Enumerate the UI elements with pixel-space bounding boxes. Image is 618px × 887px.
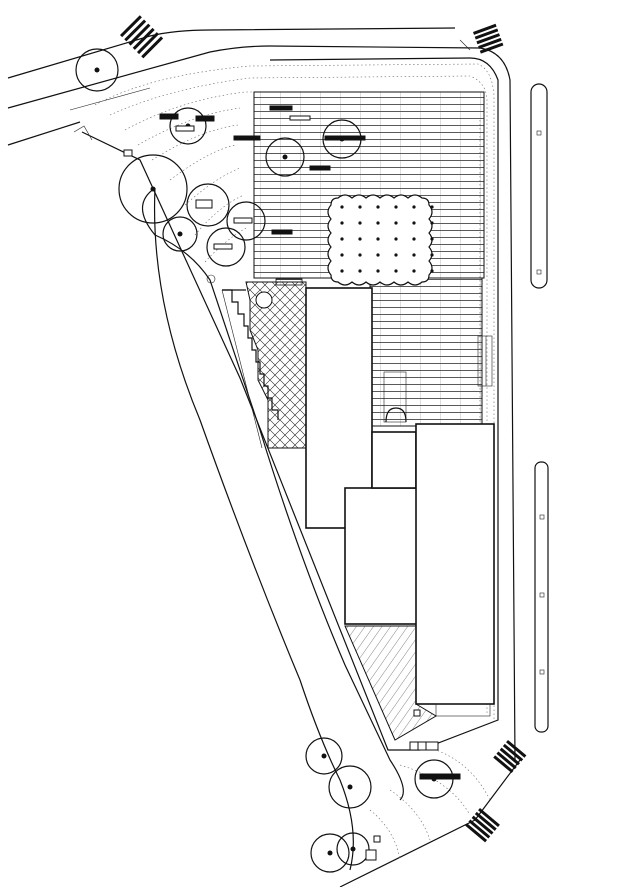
grove-tree-dot [412,237,416,241]
parking-plaza [253,91,485,427]
building-middle-block [344,487,418,625]
tree [336,832,370,866]
grove-tree-dot [412,269,416,273]
grove-tree-dot [340,269,344,273]
grove-tree-dot [376,221,380,225]
grove-tree-dot [358,253,362,257]
grove-tree-dot [430,205,434,209]
grove-tree-dot [394,253,398,257]
grove-tree-dot [430,269,434,273]
grove-tree-dot [394,269,398,273]
grove-tree-dot [412,205,416,209]
grove-tree-dot [358,269,362,273]
grove-tree-dot [430,221,434,225]
tree [328,765,372,809]
terrace-crosshatch [245,278,307,449]
grove-tree-dot [394,205,398,209]
grove-tree-dot [340,221,344,225]
grove-tree-dot [412,253,416,257]
courtyard-diagonal-hatch [344,625,437,741]
grove-tree-dot [430,253,434,257]
tree [75,48,119,92]
grove-tree-dot [376,237,380,241]
grove-tree-dot [358,221,362,225]
grove-tree-dot [358,205,362,209]
buildings [305,287,495,717]
pedestrian-crossings [120,15,527,843]
tree [118,154,188,224]
building-east-block [415,423,495,705]
grove-tree-dot [358,237,362,241]
grove-tree-dot [412,221,416,225]
building-connector [371,431,417,489]
grove-tree-dot [376,269,380,273]
grove-tree-dot [340,253,344,257]
tree [162,216,198,252]
streets [7,27,549,887]
walkway [141,187,404,871]
grove-tree-dot [394,237,398,241]
grove-tree-dot [340,205,344,209]
site-boundary [73,57,499,751]
tree-grove [327,194,434,286]
grove-tree-dot [376,205,380,209]
tree [310,833,350,873]
grove-tree-dot [340,237,344,241]
grove-tree-dot [376,253,380,257]
benches [123,105,461,861]
tree [305,737,343,775]
tree [265,137,305,177]
stepped-stairs [221,289,279,449]
grove-tree-dot [430,237,434,241]
grove-tree-dot [394,221,398,225]
